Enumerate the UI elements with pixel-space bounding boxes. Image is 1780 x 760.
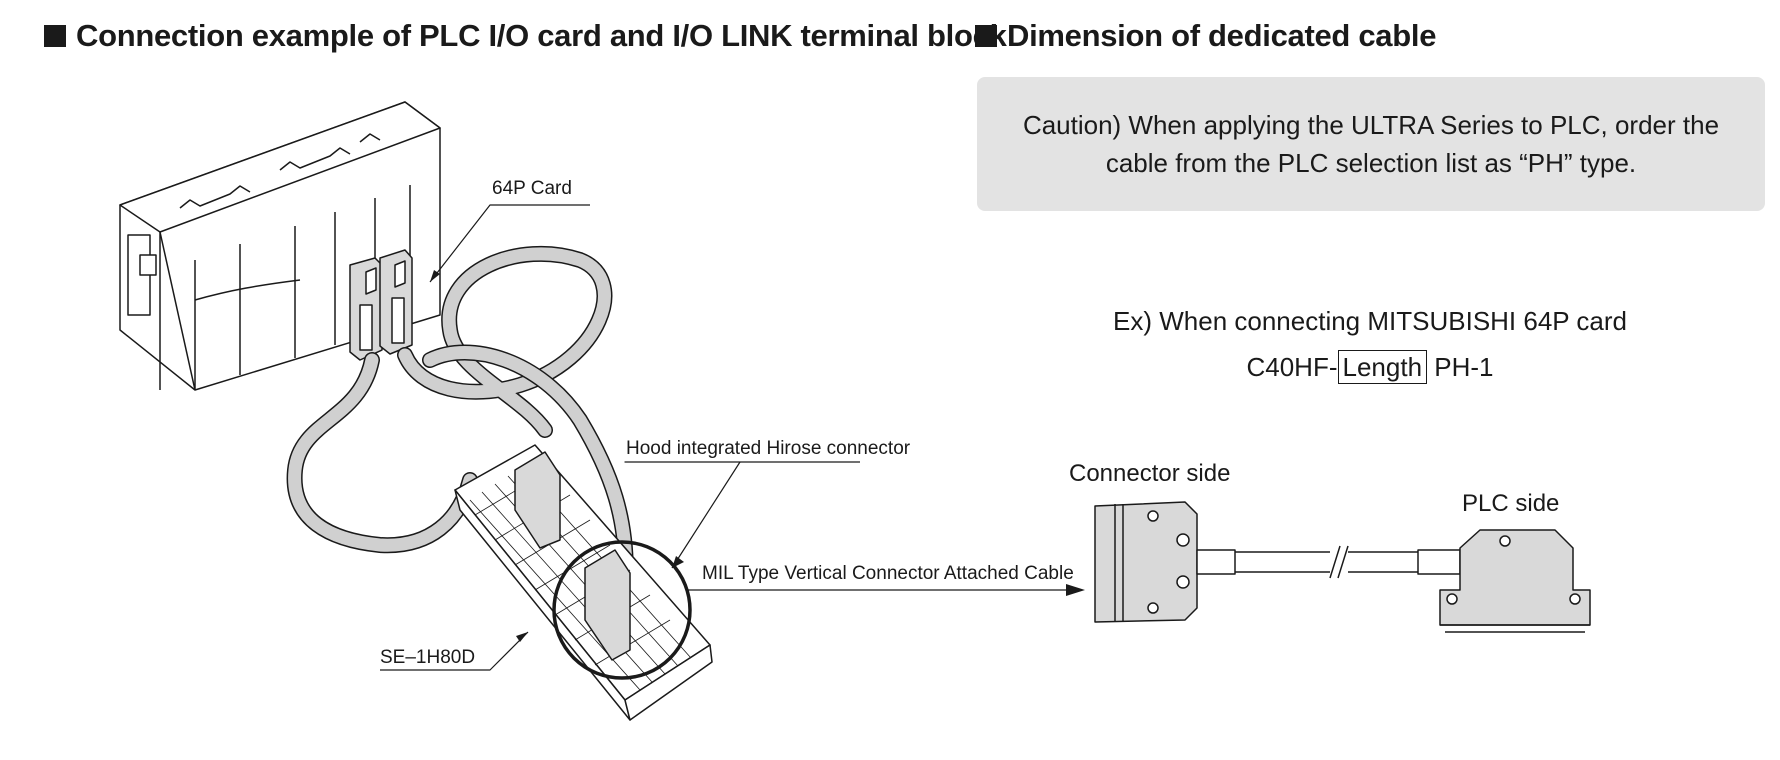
callout-leader-lines (380, 204, 1070, 671)
section-title-connection-example: Connection example of PLC I/O card and I… (44, 18, 1007, 54)
card-connectors (349, 249, 413, 361)
black-square-icon (975, 25, 997, 47)
arrow-head-icon (516, 632, 528, 642)
plc-side-label: PLC side (1462, 490, 1560, 517)
part-code-length-box: Length (1337, 350, 1428, 384)
arrow-head-icon (430, 270, 440, 282)
example-part-code: C40HF-Length PH-1 (1000, 350, 1740, 384)
callout-terminal-model: SE–1H80D (380, 647, 476, 668)
part-code-suffix: PH-1 (1427, 352, 1494, 382)
magnifier-circle (552, 540, 692, 680)
callout-64p-card: 64P Card (492, 178, 572, 199)
dedicated-cable-drawing (1094, 501, 1591, 633)
black-square-icon (44, 25, 66, 47)
section-title-text: Dimension of dedicated cable (1007, 18, 1437, 53)
example-description: Ex) When connecting MITSUBISHI 64P card (1113, 306, 1627, 336)
callout-mil-cable: MIL Type Vertical Connector Attached Cab… (702, 563, 1074, 584)
part-code-prefix: C40HF- (1246, 352, 1338, 382)
caution-line-2: cable from the PLC selection list as “PH… (1105, 148, 1637, 178)
arrow-head-icon (672, 556, 684, 568)
terminal-block-illustration (454, 444, 713, 721)
callout-hirose-connector: Hood integrated Hirose connector (626, 438, 911, 459)
section-title-cable-dimension: Dimension of dedicated cable (975, 18, 1436, 54)
caution-line-1: Caution) When applying the ULTRA Series … (1022, 110, 1720, 140)
arrow-head-icon (1066, 584, 1085, 596)
section-title-text: Connection example of PLC I/O card and I… (76, 18, 1007, 53)
connector-side-label: Connector side (1069, 460, 1231, 487)
cable-loops (286, 245, 634, 598)
caution-box: Caution) When applying the ULTRA Series … (977, 77, 1765, 211)
